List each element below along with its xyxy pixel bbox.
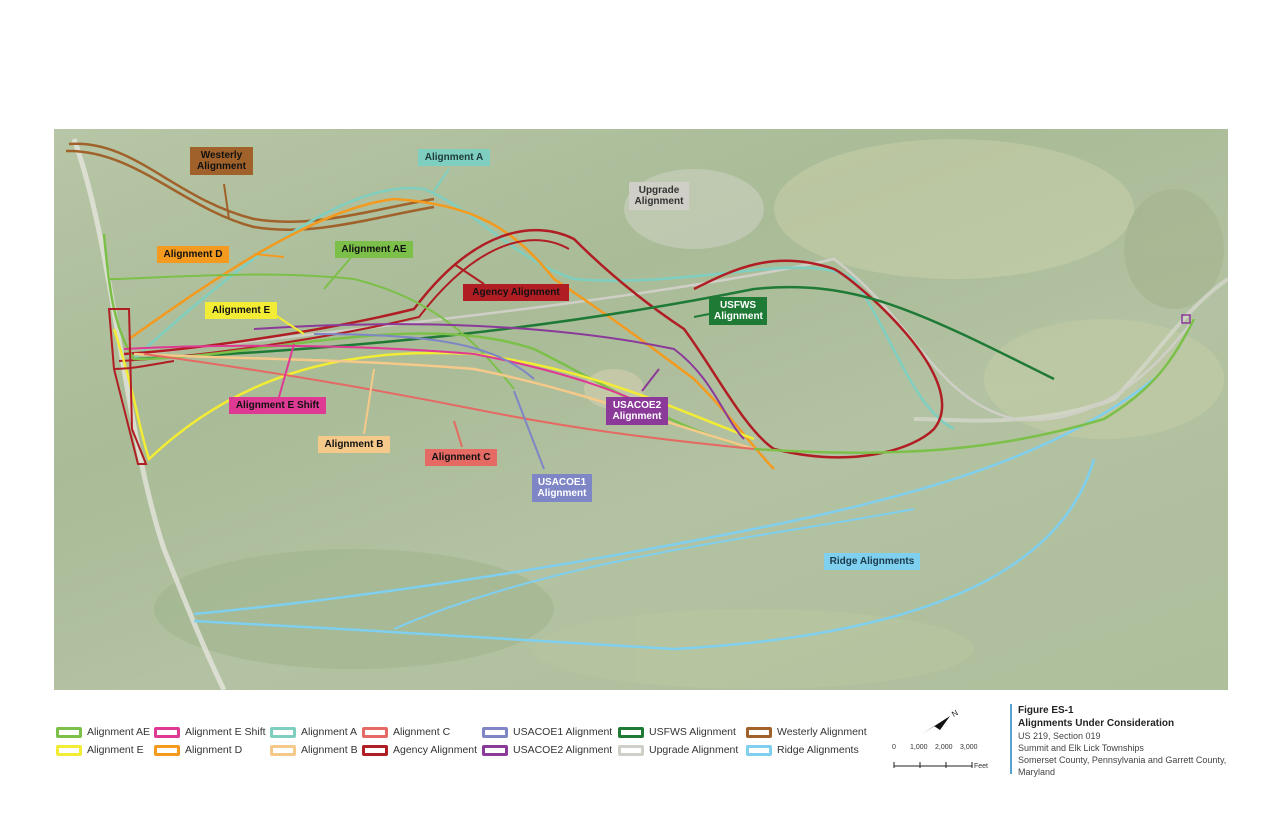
legend-label: Alignment E bbox=[87, 744, 144, 756]
legend-item: Alignment AE bbox=[56, 724, 150, 740]
aerial-map[interactable]: Westerly Alignment Alignment A Upgrade A… bbox=[54, 129, 1228, 690]
legend-swatch bbox=[56, 726, 82, 738]
scale-tick-label: 1,000 bbox=[910, 744, 928, 751]
map-label-alignment-e-shift[interactable]: Alignment E Shift bbox=[229, 397, 326, 414]
legend-swatch bbox=[270, 744, 296, 756]
legend-item: Alignment B bbox=[270, 742, 358, 758]
map-label-upgrade[interactable]: Upgrade Alignment bbox=[629, 182, 689, 210]
legend-item: USFWS Alignment bbox=[618, 724, 736, 740]
legend-item: Alignment E bbox=[56, 742, 144, 758]
north-arrow-icon bbox=[922, 716, 950, 734]
legend-label: USACOE1 Alignment bbox=[513, 726, 613, 738]
townships: Summit and Elk Lick Townships bbox=[1018, 743, 1144, 753]
legend-swatch bbox=[618, 744, 644, 756]
legend-item: Alignment A bbox=[270, 724, 357, 740]
scale-tick-label: 3,000 bbox=[960, 744, 978, 751]
map-label-alignment-e[interactable]: Alignment E bbox=[205, 302, 277, 319]
legend-label: Alignment B bbox=[301, 744, 358, 756]
legend-item: Ridge Alignments bbox=[746, 742, 859, 758]
legend-label: USFWS Alignment bbox=[649, 726, 736, 738]
legend-label: Agency Alignment bbox=[393, 744, 478, 756]
legend-label: Alignment E Shift bbox=[185, 726, 266, 738]
map-label-alignment-b[interactable]: Alignment B bbox=[318, 436, 390, 453]
legend-item: Westerly Alignment bbox=[746, 724, 867, 740]
legend-label: Alignment AE bbox=[87, 726, 151, 738]
scale-unit: Feet bbox=[974, 763, 989, 770]
legend-swatch bbox=[482, 726, 508, 738]
legend-item: Alignment E Shift bbox=[154, 724, 266, 740]
legend-item: USACOE1 Alignment bbox=[482, 724, 612, 740]
scale-bar: 0 1,000 2,000 3,000 Feet bbox=[890, 744, 990, 774]
figure-number: Figure ES-1 bbox=[1018, 705, 1074, 716]
title-block: Figure ES-1 Alignments Under Considerati… bbox=[1010, 704, 1260, 777]
legend-swatch bbox=[154, 726, 180, 738]
map-label-alignment-a[interactable]: Alignment A bbox=[418, 149, 490, 166]
map-label-alignment-c[interactable]: Alignment C bbox=[425, 449, 497, 466]
legend-swatch bbox=[56, 744, 82, 756]
legend-label: Upgrade Alignment bbox=[649, 744, 739, 756]
legend-item: Agency Alignment bbox=[362, 742, 477, 758]
legend-item: Upgrade Alignment bbox=[618, 742, 738, 758]
legend-label: Ridge Alignments bbox=[777, 744, 859, 756]
legend-swatch bbox=[270, 726, 296, 738]
legend-swatch bbox=[482, 744, 508, 756]
scale-bar-graphic bbox=[893, 762, 973, 768]
legend-swatch bbox=[362, 726, 388, 738]
map-label-ridge[interactable]: Ridge Alignments bbox=[824, 553, 920, 570]
legend-item: Alignment D bbox=[154, 742, 242, 758]
legend-label: Alignment C bbox=[393, 726, 451, 738]
figure-title: Alignments Under Consideration bbox=[1018, 718, 1175, 729]
legend-item: Alignment C bbox=[362, 724, 450, 740]
legend-label: Alignment D bbox=[185, 744, 243, 756]
legend-swatch bbox=[154, 744, 180, 756]
scale-tick-label: 0 bbox=[892, 744, 896, 751]
map-label-usfws[interactable]: USFWS Alignment bbox=[709, 297, 767, 325]
legend-swatch bbox=[746, 726, 772, 738]
scale-tick-label: 2,000 bbox=[935, 744, 953, 751]
map-label-usacoe1[interactable]: USACOE1 Alignment bbox=[532, 474, 592, 502]
legend-swatch bbox=[746, 744, 772, 756]
legend-label: Alignment A bbox=[301, 726, 358, 738]
legend-label: Westerly Alignment bbox=[777, 726, 867, 738]
legend-label: USACOE2 Alignment bbox=[513, 744, 613, 756]
map-label-usacoe2[interactable]: USACOE2 Alignment bbox=[606, 397, 668, 425]
map-label-agency[interactable]: Agency Alignment bbox=[463, 284, 569, 301]
project-name: US 219, Section 019 bbox=[1018, 731, 1101, 741]
legend-item: USACOE2 Alignment bbox=[482, 742, 612, 758]
alignment-lines bbox=[65, 138, 1228, 690]
legend-swatch bbox=[618, 726, 644, 738]
legend-swatch bbox=[362, 744, 388, 756]
north-arrow: N bbox=[916, 708, 964, 738]
legend: Alignment AE Alignment E Alignment E Shi… bbox=[56, 724, 886, 764]
map-label-westerly[interactable]: Westerly Alignment bbox=[190, 147, 253, 175]
counties: Somerset County, Pennsylvania and Garret… bbox=[1018, 755, 1227, 777]
map-label-alignment-ae[interactable]: Alignment AE bbox=[335, 241, 413, 258]
map-label-alignment-d[interactable]: Alignment D bbox=[157, 246, 229, 263]
